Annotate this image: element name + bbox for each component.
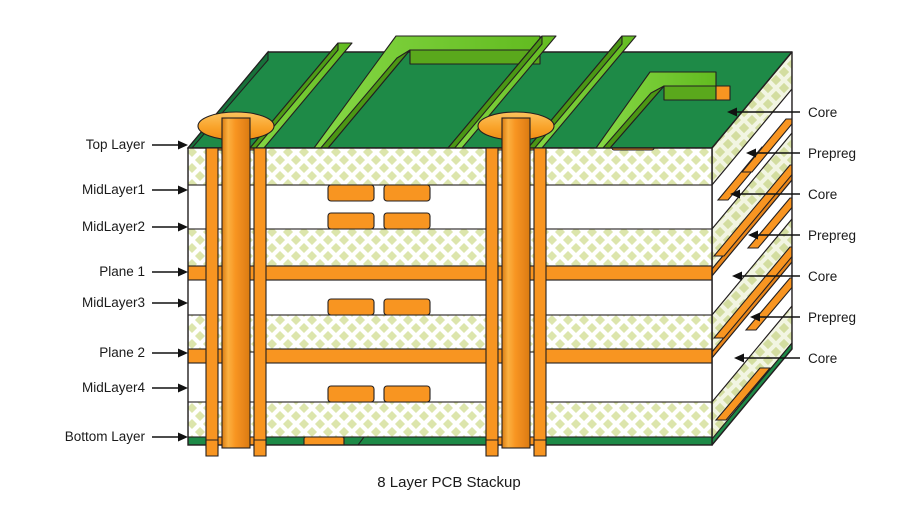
right-label-2: Core <box>730 187 837 202</box>
right-label-0: Core <box>727 105 837 120</box>
right-label-1: Prepreg <box>746 146 856 161</box>
left-label-2: MidLayer2 <box>82 219 188 234</box>
right-label-4: Core <box>732 269 837 284</box>
right-label-text: Prepreg <box>808 228 856 243</box>
midlayer3-pads <box>327 298 431 316</box>
left-label-3: Plane 1 <box>99 264 188 279</box>
pcb-front-cross-section <box>188 148 712 445</box>
plane-2-copper <box>188 348 712 364</box>
diagram-caption: 8 Layer PCB Stackup <box>377 474 520 491</box>
right-label-text: Core <box>808 269 837 284</box>
midlayer1-pads <box>327 184 431 202</box>
left-label-4: MidLayer3 <box>82 295 188 310</box>
right-label-text: Prepreg <box>808 146 856 161</box>
left-label-text: Plane 2 <box>99 345 145 360</box>
left-label-0: Top Layer <box>86 137 188 152</box>
right-label-group: Core Prepreg Core Prepreg Core Prepreg <box>727 105 856 366</box>
front-face-border <box>187 147 713 446</box>
left-label-text: Top Layer <box>86 137 146 152</box>
right-label-text: Core <box>808 187 837 202</box>
bottom-layer <box>188 436 712 445</box>
midlayer2-pads <box>327 212 431 230</box>
left-label-text: MidLayer1 <box>82 182 145 197</box>
via-right <box>477 111 555 457</box>
side-copper-segments <box>712 118 792 421</box>
dielectric-bands <box>188 148 712 443</box>
right-label-5: Prepreg <box>750 310 856 325</box>
right-label-6: Core <box>734 351 837 366</box>
left-label-text: MidLayer2 <box>82 219 145 234</box>
right-label-text: Prepreg <box>808 310 856 325</box>
via-left <box>197 111 275 457</box>
left-label-text: Plane 1 <box>99 264 145 279</box>
left-label-text: Bottom Layer <box>65 429 146 444</box>
left-label-1: MidLayer1 <box>82 182 188 197</box>
trace-2 <box>313 35 541 157</box>
right-label-text: Core <box>808 351 837 366</box>
plane-1-copper <box>188 265 712 281</box>
left-label-5: Plane 2 <box>99 345 188 360</box>
left-label-text: MidLayer3 <box>82 295 145 310</box>
left-label-group: Top Layer MidLayer1 MidLayer2 Plane 1 Mi… <box>65 137 188 444</box>
left-label-6: MidLayer4 <box>82 380 188 395</box>
left-label-text: MidLayer4 <box>82 380 146 395</box>
right-label-text: Core <box>808 105 837 120</box>
pcb-right-side-face <box>712 52 792 445</box>
left-label-7: Bottom Layer <box>65 429 188 444</box>
midlayer4-pads <box>327 385 431 403</box>
right-label-3: Prepreg <box>748 228 856 243</box>
